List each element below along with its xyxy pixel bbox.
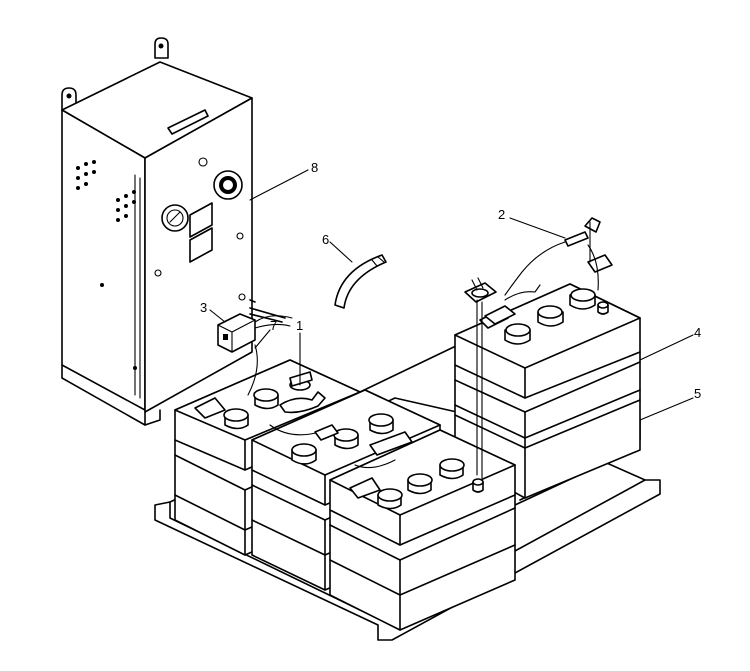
callout-5: 5 [694,386,701,401]
curved-cable-strap [334,254,387,309]
callout-7: 7 [270,318,277,333]
leader-lines [209,169,694,421]
battery-front-right [329,429,516,631]
callout-3: 3 [200,300,207,315]
control-cabinet [61,37,286,426]
connector-plug [217,313,293,353]
callout-4: 4 [694,325,701,340]
battery-right [454,254,641,499]
battery-cables [247,217,601,479]
callout-8: 8 [311,160,318,175]
callout-2: 2 [498,207,505,222]
cabinet-gauge-right [213,170,243,200]
cabinet-gauge-left [161,204,189,232]
callout-labels: 1 2 3 4 5 6 7 8 [200,160,701,401]
callout-6: 6 [322,232,329,247]
callout-1: 1 [296,318,303,333]
